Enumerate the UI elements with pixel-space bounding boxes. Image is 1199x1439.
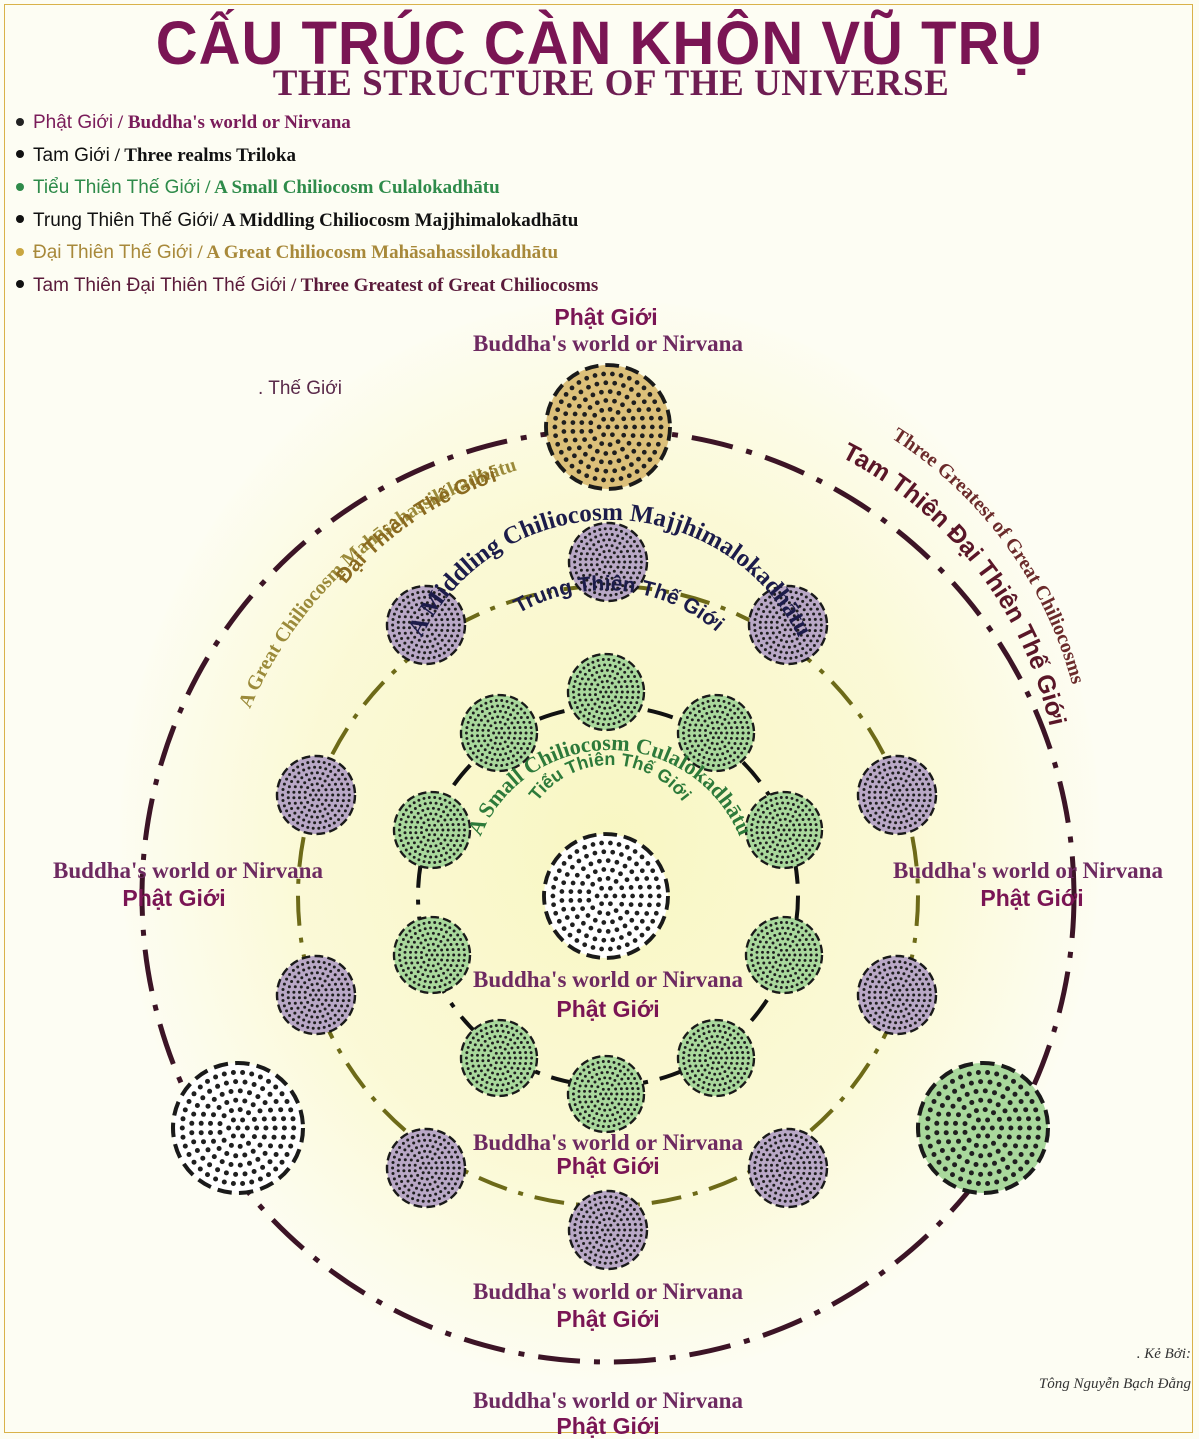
legend-vi-label: Tam Thiên Đại Thiên Thế Giới — [33, 274, 287, 296]
legend-bullet-icon — [16, 150, 24, 159]
legend-vi-label: Đại Thiên Thế Giới — [33, 242, 193, 263]
world-green-6 — [744, 915, 824, 995]
left-label-vi: Phật Giới — [122, 885, 225, 911]
legend-item-middling-chiliocosm: Trung Thiên Thế Giới/ A Middling Chilioc… — [16, 206, 598, 239]
world-green-9 — [459, 1018, 539, 1098]
legend: Phật Giới / Buddha's world or Nirvana Ta… — [16, 108, 598, 303]
world-white-left — [170, 1060, 306, 1196]
left-label-en: Buddha's world or Nirvana — [53, 858, 323, 883]
bottom-label-en: Buddha's world or Nirvana — [473, 1388, 743, 1413]
legend-en-label: / A Middling Chiliocosm Majjhimalokadhāt… — [213, 209, 579, 231]
top-label-vi: Phật Giới — [554, 304, 657, 330]
world-purple-6 — [275, 954, 357, 1036]
credit-line-1: . Kẻ Bởi: — [1136, 1346, 1191, 1362]
world-green-5 — [392, 790, 472, 870]
legend-item-buddha-world: Phật Giới / Buddha's world or Nirvana — [16, 108, 598, 141]
lower-label-en: Buddha's world or Nirvana — [473, 1279, 743, 1304]
page-title: CẤU TRÚC CÀN KHÔN VŨ TRỤ — [155, 9, 1044, 78]
legend-item-three-greatest: Tam Thiên Đại Thiên Thế Giới / Three Gre… — [16, 271, 598, 304]
orbit-three-greatest — [139, 427, 1077, 1365]
center-label-vi: Phật Giới — [556, 996, 659, 1022]
low-label-en: Buddha's world or Nirvana — [473, 1130, 743, 1155]
world-purple-5 — [856, 754, 938, 836]
legend-vi-label: Phật Giới — [33, 112, 114, 133]
credit-line-2: Tông Nguyễn Bạch Đằng — [1038, 1376, 1191, 1392]
page-subtitle: THE STRUCTURE OF THE UNIVERSE — [272, 63, 950, 104]
world-purple-8 — [385, 1127, 467, 1209]
legend-bullet-icon — [16, 280, 24, 289]
legend-en-label: / Buddha's world or Nirvana — [113, 112, 351, 133]
world-green-3 — [459, 693, 539, 773]
legend-bullet-icon — [16, 117, 24, 126]
right-label-vi: Phật Giới — [980, 885, 1083, 911]
world-purple-3 — [747, 584, 829, 666]
world-green-8 — [676, 1018, 756, 1098]
legend-en-label: / A Small Chiliocosm Culalokadhātu — [200, 177, 500, 198]
world-purple-1 — [567, 521, 649, 603]
world-green-10 — [566, 1054, 646, 1134]
world-green-right — [915, 1060, 1051, 1196]
legend-en-label: / Three Greatest of Great Chiliocosms — [286, 274, 599, 296]
world-purple-7 — [856, 954, 938, 1036]
top-label-en: Buddha's world or Nirvana — [473, 331, 743, 356]
world-purple-9 — [747, 1127, 829, 1209]
worlds-group — [170, 363, 1051, 1271]
world-green-1 — [566, 652, 646, 732]
world-green-7 — [392, 915, 472, 995]
legend-vi-label: Tam Giới — [33, 144, 110, 166]
right-label-en: Buddha's world or Nirvana — [893, 858, 1163, 883]
legend-bullet-icon — [16, 215, 24, 224]
legend-vi-label: Trung Thiên Thế Giới — [33, 209, 214, 231]
legend-vi-label: Tiểu Thiên Thế Giới — [33, 177, 201, 198]
world-gold-top — [544, 363, 672, 491]
legend-item-small-chiliocosm: Tiểu Thiên Thế Giới / A Small Chiliocosm… — [16, 173, 598, 206]
legend-en-label: / A Great Chiliocosm Mahāsahassilokadhāt… — [192, 242, 559, 263]
legend-bullet-icon — [16, 182, 24, 191]
world-green-4 — [744, 790, 824, 870]
world-purple-2 — [385, 584, 467, 666]
legend-item-three-realms: Tam Giới / Three realms Triloka — [16, 141, 598, 174]
world-green-2 — [676, 693, 756, 773]
arc-label-middle-vi: Trung Thiên Thế Giới — [510, 572, 728, 636]
low-label-vi: Phật Giới — [556, 1153, 659, 1179]
world-purple-10 — [567, 1189, 649, 1271]
world-purple-4 — [275, 754, 357, 836]
stray-label: . Thế Giới — [258, 378, 342, 399]
world-center — [542, 832, 670, 960]
legend-item-great-chiliocosm: Đại Thiên Thế Giới / A Great Chiliocosm … — [16, 238, 598, 271]
lower-label-vi: Phật Giới — [556, 1306, 659, 1332]
bottom-label-vi: Phật Giới — [556, 1413, 659, 1439]
center-label-en: Buddha's world or Nirvana — [473, 967, 743, 992]
legend-bullet-icon — [16, 247, 24, 256]
arc-text: Trung Thiên Thế Giới — [510, 572, 728, 636]
legend-en-label: / Three realms Triloka — [109, 144, 296, 166]
